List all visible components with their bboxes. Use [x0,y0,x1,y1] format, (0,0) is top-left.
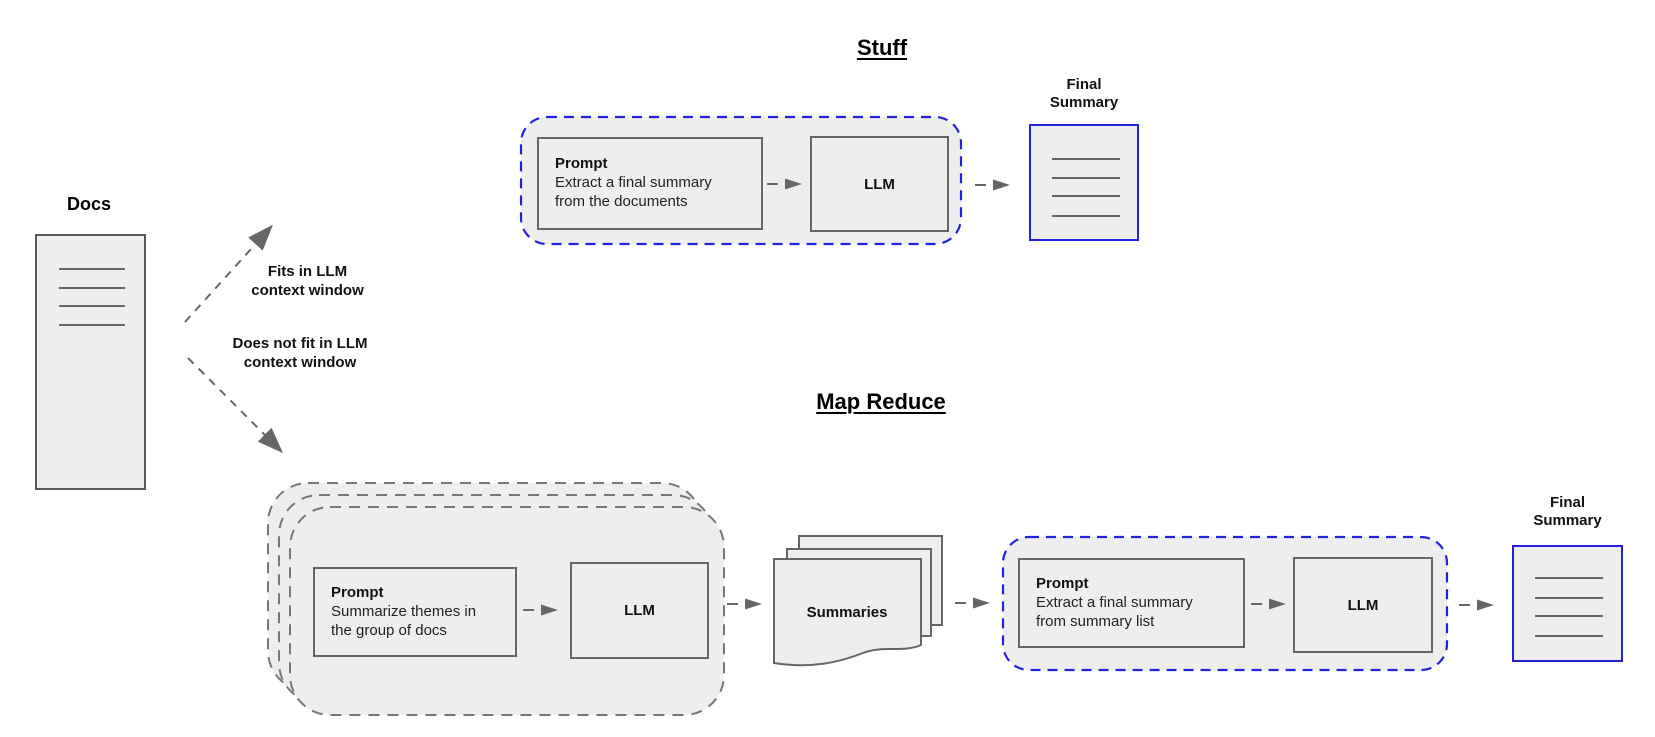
doc-text-line [1535,577,1603,579]
doc-text-line [59,287,125,289]
doc-text-line [59,305,125,307]
doc-text-line [1535,635,1603,637]
reduce-final-summary-label: Final Summary [1505,494,1630,530]
flow-arrow-icon [955,597,990,609]
does-not-fit-branch-label: Does not fit in LLM context window [211,334,389,372]
flow-arrow-icon [767,178,802,190]
reduce-prompt-box: Prompt Extract a final summary from summ… [1018,558,1245,648]
reduce-prompt-line2: from summary list [1036,613,1155,630]
reduce-llm-box: LLM [1293,557,1433,653]
reduce-prompt-heading: Prompt [1036,575,1089,592]
flow-arrow-icon [727,598,762,610]
map-llm-box: LLM [570,562,709,659]
doc-text-line [1052,158,1120,160]
stuff-llm-label: LLM [864,175,895,193]
doc-text-line [1052,215,1120,217]
doc-text-line [1052,195,1120,197]
reduce-prompt-line1: Extract a final summary [1036,594,1193,611]
map-llm-label: LLM [624,602,655,619]
flow-arrow-icon [975,179,1010,191]
stuff-final-summary-label: Final Summary [1026,76,1142,112]
docs-label: Docs [66,194,111,214]
stuff-final-line2: Summary [1049,94,1119,111]
stuff-prompt-line2: from the documents [555,193,688,210]
reduce-final-line1: Final [1549,494,1585,511]
map-prompt-heading: Prompt [331,584,384,601]
reduce-llm-label: LLM [1347,596,1379,614]
docs-document [35,234,146,490]
fits-branch-line2: context window [251,282,364,299]
stuff-prompt-heading: Prompt [555,155,608,172]
does-not-fit-line2: context window [243,354,357,371]
stuff-section-title: Stuff [856,35,908,60]
flow-arrow-icon [1459,599,1494,611]
doc-text-line [1535,615,1603,617]
summaries-sheet-middle [786,548,932,637]
flow-arrow-icon [1251,598,1286,610]
doc-text-line [1535,597,1603,599]
does-not-fit-line1: Does not fit in LLM [232,335,368,352]
summaries-label: Summaries [806,604,888,621]
doc-text-line [59,268,125,270]
fits-branch-line1: Fits in LLM [267,263,348,280]
stuff-llm-box: LLM [810,136,949,232]
reduce-final-summary-document [1512,545,1623,662]
map-prompt-box: Prompt Summarize themes in the group of … [313,567,517,657]
map-reduce-section-title: Map Reduce [816,389,946,414]
doc-text-line [1052,177,1120,179]
stuff-prompt-box: Prompt Extract a final summary from the … [537,137,763,230]
stuff-final-summary-document [1029,124,1139,241]
stuff-final-line1: Final [1066,76,1102,93]
map-prompt-line1: Summarize themes in [331,603,477,620]
fits-branch-label: Fits in LLM context window [230,262,385,300]
doc-text-line [59,324,125,326]
reduce-final-line2: Summary [1533,512,1602,529]
flow-arrow-icon [523,604,558,616]
stuff-prompt-line1: Extract a final summary [555,174,712,191]
map-prompt-line2: the group of docs [331,622,447,639]
